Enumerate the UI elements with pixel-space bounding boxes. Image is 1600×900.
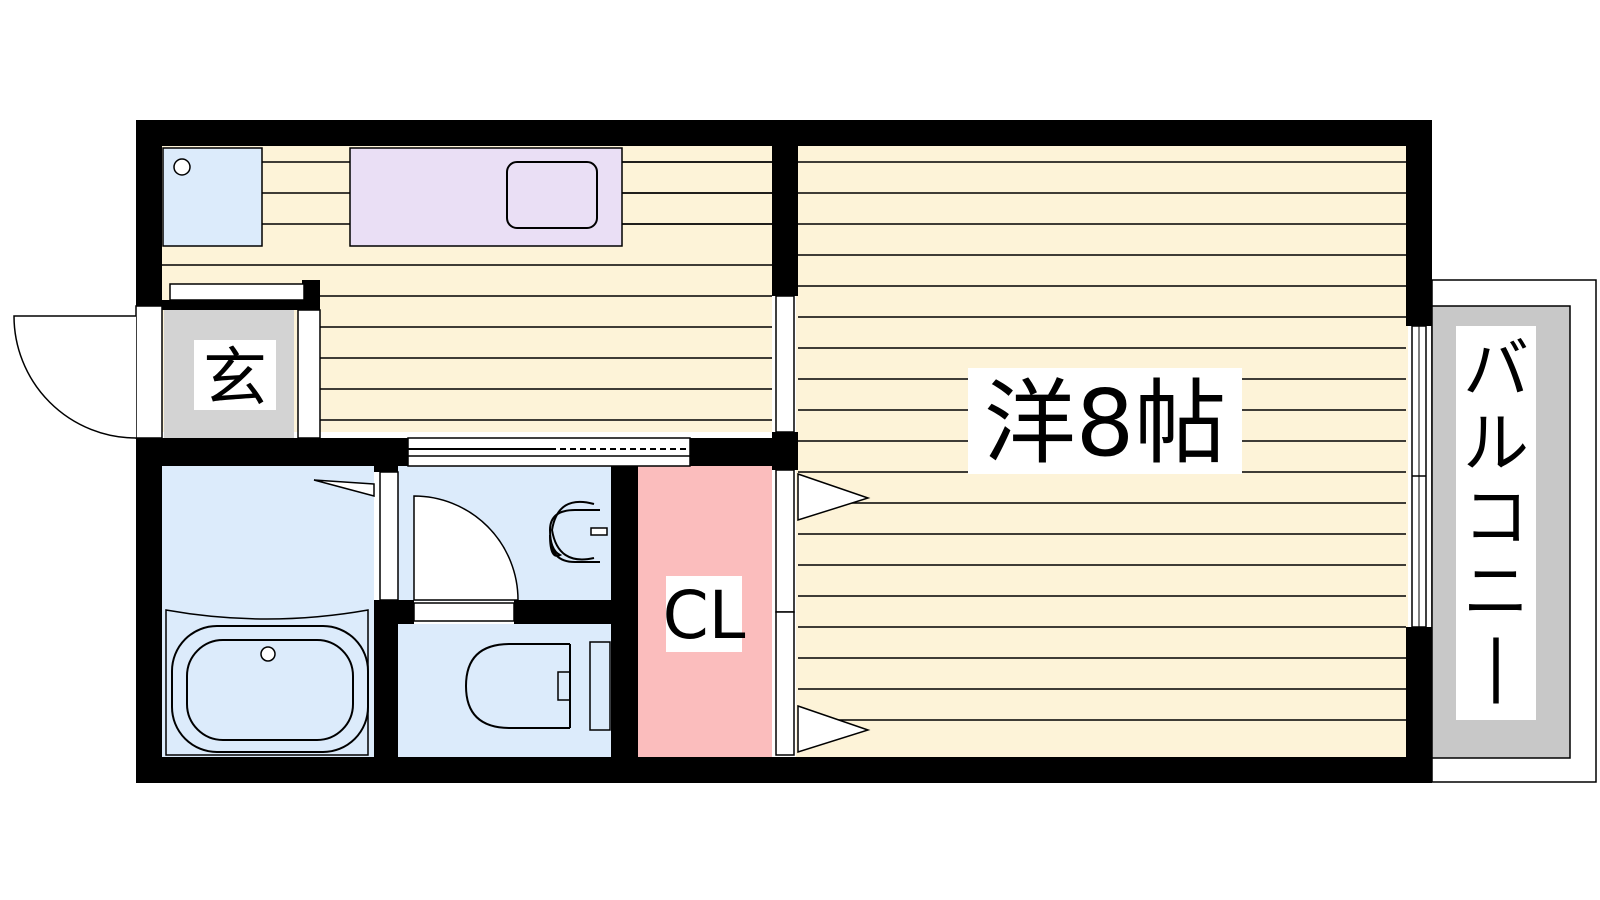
- floor-stripes: [160, 161, 1406, 721]
- entrance-label-bg: [194, 340, 276, 410]
- entry-door-frame: [135, 305, 163, 439]
- wall-left-upper: [136, 120, 162, 306]
- toilet-door-frame: [413, 602, 515, 622]
- toilet: [464, 641, 611, 731]
- closet-doors: [775, 469, 871, 756]
- wall-bath-partition: [374, 600, 398, 783]
- labels: 洋8帖 CL 玄 バルコニ|: [194, 326, 1536, 720]
- balcony-label-char: |: [1485, 627, 1507, 704]
- balcony-label-char: コ: [1463, 479, 1529, 556]
- basin-bowl-icon: [550, 500, 595, 561]
- toilet-bowl-icon: [464, 643, 570, 729]
- sliding-door-frame: [407, 437, 691, 467]
- sink-icon: [506, 161, 598, 229]
- balcony-label-char: ル: [1463, 405, 1529, 482]
- bathtub: [165, 609, 369, 756]
- shoe-box: [297, 309, 321, 439]
- toilet-door-swing-icon: [413, 495, 519, 601]
- closet-door-arrow-upper-icon: [797, 472, 871, 522]
- wall-entrance-base: [162, 300, 320, 310]
- wall-toilet-top: [374, 600, 414, 624]
- toilet-door: [413, 495, 519, 622]
- entrance-details: [169, 283, 321, 439]
- washroom-door: [313, 471, 399, 601]
- washroom-door-frame: [379, 471, 399, 601]
- balcony-label-char: ニ: [1463, 553, 1529, 630]
- wall-toilet-top-right: [514, 600, 614, 624]
- toilet-lever-icon: [557, 671, 571, 701]
- entrance-label: 玄: [203, 342, 267, 416]
- closet-door-lower: [775, 611, 795, 756]
- room-door: [775, 295, 795, 433]
- bath-edge: [165, 609, 369, 756]
- wall-bath-partition-top: [374, 466, 398, 472]
- wall-left-lower: [136, 438, 162, 783]
- entrance-step: [169, 283, 305, 301]
- western-room-label: 洋8帖: [984, 370, 1227, 477]
- kitchen-fixtures: [162, 147, 623, 247]
- kitchen-counter: [349, 147, 623, 247]
- closet-label: CL: [663, 577, 746, 654]
- wall-right-upper: [1406, 120, 1432, 326]
- balcony-label: バルコニ|: [1463, 331, 1529, 704]
- room-door-frame: [775, 295, 795, 433]
- closet-label-bg: [666, 576, 742, 652]
- basin-icon: [548, 509, 600, 563]
- balcony-label-bg: [1456, 326, 1536, 720]
- fridge-marker-icon: [173, 158, 191, 176]
- washroom-door-arrow-icon: [313, 479, 375, 497]
- toilet-floor: [398, 624, 611, 759]
- closet-door-upper: [775, 469, 795, 613]
- wall-center-upper: [772, 120, 798, 296]
- wall-right-lower: [1406, 627, 1432, 783]
- bathtub-outer-icon: [171, 625, 369, 753]
- balcony-label-char: バ: [1463, 331, 1529, 408]
- wall-bottom: [136, 757, 1432, 783]
- wall-wet-top-right: [690, 438, 798, 466]
- walls: [136, 120, 1432, 783]
- drain-icon: [260, 646, 276, 662]
- entry-door-swing-icon: [13, 315, 137, 439]
- western-label-bg: [968, 368, 1242, 474]
- wall-closet-left: [611, 466, 638, 783]
- wall-wet-top-left: [136, 438, 408, 466]
- toilet-tank-icon: [589, 641, 611, 731]
- entry-door: [13, 305, 163, 439]
- closet-door-arrow-lower-icon: [797, 704, 871, 754]
- wash-basin: [548, 500, 608, 563]
- bathtub-inner-icon: [186, 639, 354, 741]
- faucet-icon: [590, 527, 608, 536]
- wet-area-sliding-door: [407, 437, 691, 467]
